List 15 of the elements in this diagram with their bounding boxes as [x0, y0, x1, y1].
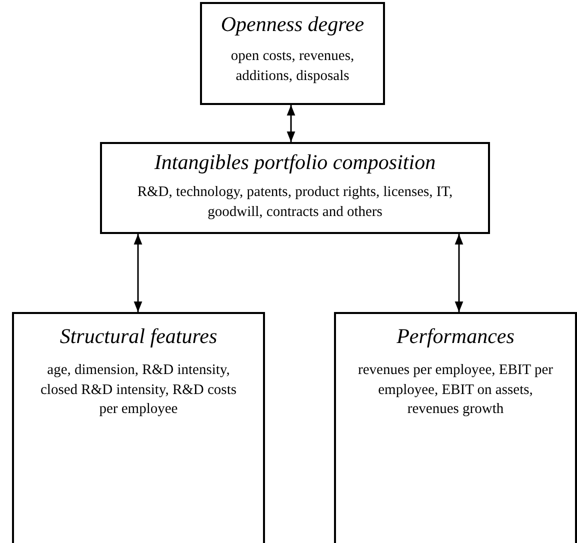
- text-box: [334, 312, 577, 543]
- box-heading: Structural features: [60, 324, 218, 350]
- box-description: revenues per employee, EBIT per employee, EBIT on assets, revenues growth: [357, 361, 554, 420]
- box-description: open costs, revenues, additions, disposals: [230, 47, 356, 86]
- text-box: [12, 312, 265, 543]
- text-box: [200, 2, 385, 105]
- box-heading: Intangibles portfolio composition: [154, 150, 436, 176]
- text-box: [100, 142, 490, 234]
- box-heading: Openness degree: [220, 12, 364, 38]
- double-arrow: [286, 105, 296, 142]
- double-arrow: [134, 234, 142, 312]
- double-arrow: [454, 234, 464, 312]
- box-description: age, dimension, R&D intensity, closed R&D intensity, R&D costs per employee: [39, 361, 238, 420]
- box-description: R&D, technology, patents, product rights, licenses, IT, goodwill, contracts and others: [136, 183, 454, 222]
- box-heading: Performances: [396, 324, 514, 350]
